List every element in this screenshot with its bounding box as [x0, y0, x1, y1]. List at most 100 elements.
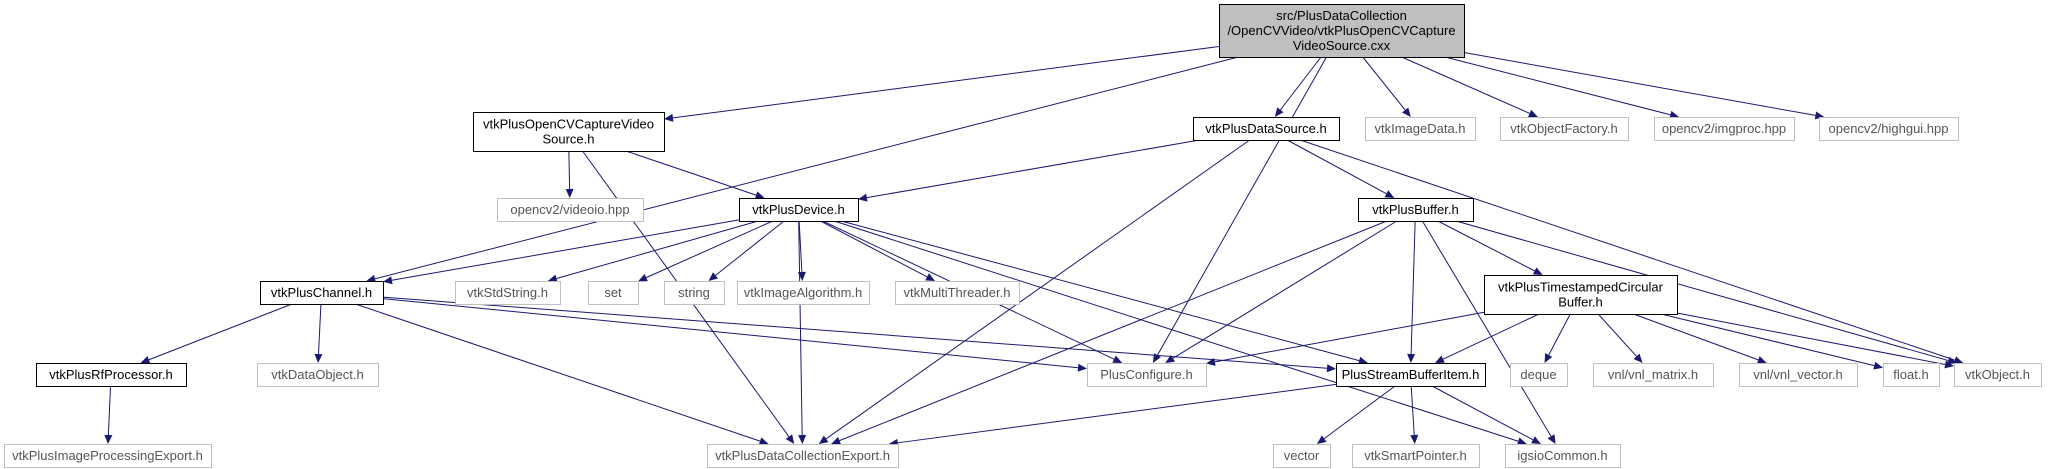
- edge-line: [1633, 313, 1759, 361]
- edge-root-to-datasource: [1274, 56, 1322, 117]
- edge-line: [148, 303, 293, 361]
- arrowhead-icon: [1669, 110, 1680, 119]
- node-streambufitem[interactable]: PlusStreamBufferItem.h: [1336, 363, 1486, 387]
- node-label: deque: [1520, 367, 1556, 382]
- node-float: float.h: [1883, 363, 1940, 387]
- edge-line: [841, 220, 1360, 362]
- arrowhead-icon: [1410, 434, 1419, 444]
- edge-tscb-to-deque: [1544, 313, 1571, 363]
- edge-line: [1442, 313, 1540, 360]
- node-label: Buffer.h: [1558, 295, 1603, 310]
- node-device[interactable]: vtkPlusDevice.h: [739, 198, 859, 222]
- edge-line: [1362, 56, 1406, 111]
- edge-root-to-imgproc: [1444, 56, 1680, 119]
- arrowhead-icon: [1358, 356, 1368, 365]
- node-deque: deque: [1510, 363, 1568, 387]
- edge-buffer-to-vtkobject: [1455, 220, 1957, 365]
- node-box: [455, 281, 561, 305]
- edge-line: [798, 220, 803, 436]
- node-label: set: [604, 285, 622, 300]
- node-label: PlusStreamBufferItem.h: [1342, 367, 1480, 382]
- edge-line: [715, 220, 785, 276]
- edge-root-to-imagedata: [1362, 56, 1411, 117]
- node-channel[interactable]: vtkPlusChannel.h: [260, 281, 384, 305]
- edge-line: [866, 139, 1200, 199]
- node-box: [473, 112, 665, 152]
- node-label: vtkObjectFactory.h: [1510, 121, 1617, 136]
- edge-line: [1463, 51, 1816, 116]
- node-box: [895, 281, 1020, 305]
- edge-line: [1401, 56, 1530, 114]
- arrowhead-icon: [314, 353, 323, 363]
- edge-line: [1548, 313, 1571, 356]
- node-box: [1365, 117, 1476, 141]
- node-label: vnl/vnl_vector.h: [1753, 367, 1843, 382]
- edge-line: [1323, 385, 1396, 440]
- edge-line: [1286, 139, 1387, 195]
- arrowhead-icon: [1402, 107, 1411, 117]
- node-label: vtkImageAlgorithm.h: [744, 285, 863, 300]
- arrowhead-icon: [785, 434, 795, 444]
- node-vector: vector: [1273, 444, 1331, 468]
- node-label: igsioCommon.h: [1517, 448, 1607, 463]
- arrowhead-icon: [1953, 356, 1964, 364]
- edge-line: [1279, 56, 1322, 111]
- node-box: [739, 198, 859, 222]
- node-box: [497, 198, 644, 222]
- edge-line: [825, 139, 1250, 440]
- node-vtkobject: vtkObject.h: [1954, 363, 2042, 387]
- edge-rfproc-to-imgprocexport: [104, 385, 113, 444]
- edge-device-to-dcexport: [798, 220, 807, 444]
- arrowhead-icon: [1434, 355, 1445, 363]
- arrowhead-icon: [366, 274, 376, 283]
- node-box: [1500, 117, 1629, 141]
- arrowhead-icon: [1316, 435, 1327, 444]
- node-box: [1193, 117, 1340, 141]
- node-box: [1358, 198, 1474, 222]
- node-label: vtkStdString.h: [467, 285, 548, 300]
- edge-device-to-stdstring: [547, 220, 759, 283]
- edge-line: [374, 56, 1239, 280]
- node-rfproc[interactable]: vtkPlusRfProcessor.h: [36, 363, 187, 387]
- node-box: [260, 281, 384, 305]
- node-label: vtkSmartPointer.h: [1364, 448, 1467, 463]
- arrowhead-icon: [818, 435, 829, 444]
- edge-line: [1410, 220, 1416, 355]
- edge-channel-to-rfproc: [140, 303, 293, 364]
- node-dcexport: vtkPlusDataCollectionExport.h: [707, 444, 899, 468]
- edge-line: [355, 303, 761, 442]
- node-label: VideoSource.cxx: [1293, 38, 1391, 53]
- arrowhead-icon: [664, 113, 674, 122]
- edge-tscb-to-vnlvector: [1633, 313, 1767, 364]
- edge-line: [318, 303, 322, 355]
- node-label: vtkDataObject.h: [271, 367, 364, 382]
- edge-cap_h-to-device: [625, 150, 765, 199]
- edge-line: [1300, 139, 1955, 361]
- edge-line: [382, 298, 1079, 369]
- node-imgalgo: vtkImageAlgorithm.h: [737, 281, 870, 305]
- arrowhead-icon: [1547, 434, 1556, 444]
- arrowhead-icon: [1516, 437, 1527, 446]
- node-label: vtkPlusChannel.h: [271, 285, 372, 300]
- node-root[interactable]: src/PlusDataCollection/OpenCVVideo/vtkPl…: [1219, 4, 1465, 58]
- arrowhead-icon: [1206, 357, 1216, 366]
- node-imgproc: opencv2/imgproc.hpp: [1654, 117, 1795, 141]
- node-datasource[interactable]: vtkPlusDataSource.h: [1193, 117, 1340, 141]
- edge-buffer-to-tscb: [1437, 220, 1543, 275]
- arrowhead-icon: [925, 273, 936, 281]
- arrowhead-icon: [547, 274, 558, 283]
- arrowhead-icon: [1326, 364, 1336, 373]
- node-box: [588, 281, 639, 305]
- edge-line: [672, 46, 1220, 119]
- node-label: vnl/vnl_matrix.h: [1608, 367, 1698, 382]
- edge-line: [1676, 312, 1946, 365]
- edge-tscb-to-vnlmatrix: [1597, 313, 1643, 363]
- edge-line: [897, 383, 1337, 444]
- edge-line: [568, 150, 571, 190]
- node-buffer[interactable]: vtkPlusBuffer.h: [1358, 198, 1474, 222]
- node-label: vector: [1284, 448, 1320, 463]
- edge-line: [798, 220, 803, 273]
- edge-cap_h-to-videoio: [565, 150, 574, 198]
